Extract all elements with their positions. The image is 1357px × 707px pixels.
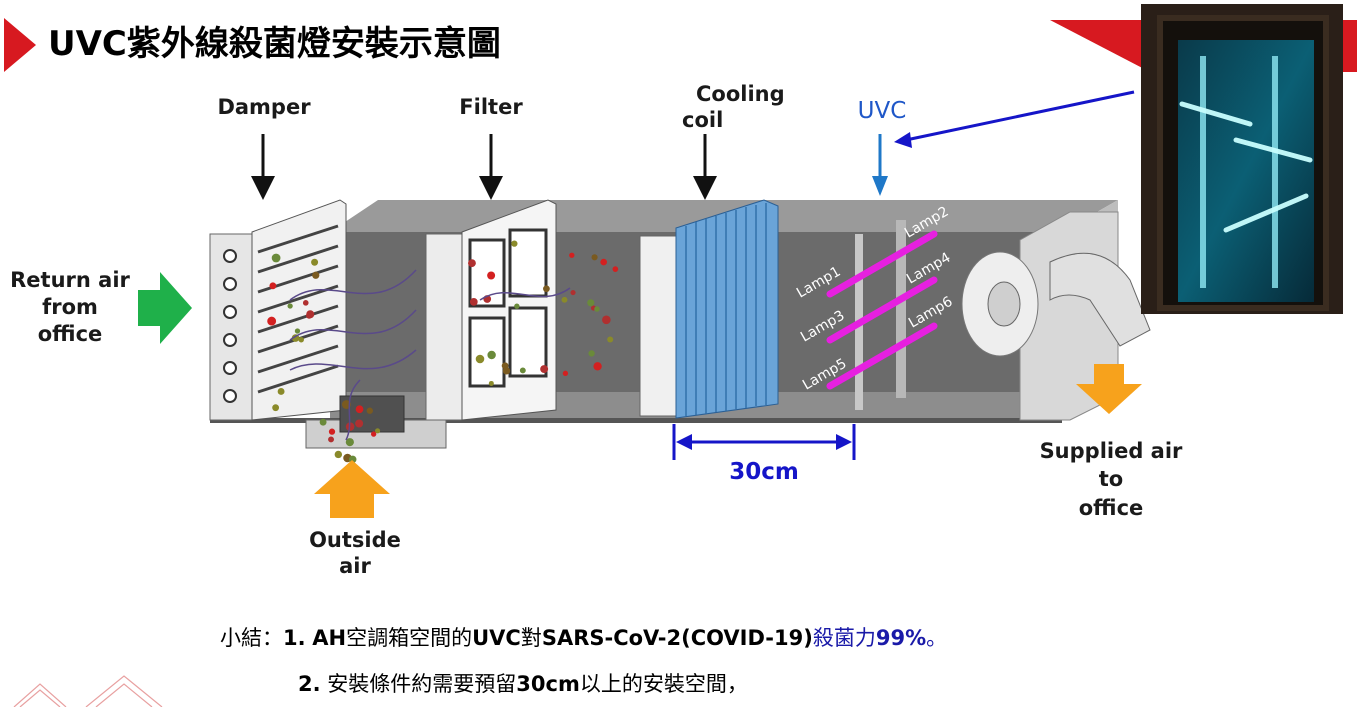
return-air-label-line1: Return air [10,268,130,292]
particle [591,254,598,261]
distance-label: 30cm [729,459,799,485]
particle [287,303,293,309]
particle [475,354,485,364]
particle [514,303,520,309]
particle [469,297,478,306]
particle [569,252,575,258]
summary-item1-number: 1. [283,626,306,650]
particle [294,328,301,334]
lamp-tube-2 [826,276,938,344]
uvc-label: UVC [858,98,907,124]
particle [374,428,381,434]
damper-label: Damper [217,95,311,119]
particle [502,367,511,375]
summary-item1-text-b: 對 [520,626,542,650]
outside-air-label-line1: Outside [309,528,401,552]
particle [587,299,595,307]
summary-item1-efficacy-text: 殺菌力 [812,626,876,650]
particle [334,450,343,459]
particle [570,290,576,296]
lamp-tube-3 [826,322,938,390]
particle [543,285,550,293]
particle [612,266,619,272]
particle [311,258,319,266]
summary-line-2: 2. 安裝條件約需要預留30cm以上的安裝空間， [298,668,748,698]
particle [345,438,354,447]
summary-item1-uvc: UVC [472,626,521,650]
supplied-air-label-line2: to [1099,467,1123,491]
particle [602,315,611,325]
particle [269,282,277,290]
particle [511,240,518,247]
particle [277,388,285,395]
airflow-curves [289,269,571,441]
summary-item1-end: 。 [926,626,948,650]
summary-item2-distance: 30cm [516,672,580,696]
supplied-air-arrow [1076,364,1142,414]
particle [328,436,334,443]
particle [600,258,607,266]
summary-item2-number: 2. [298,672,321,696]
cooling-coil-label-line1: Cooling [696,82,785,106]
particle [588,350,595,357]
fan-unit [961,251,1151,357]
particle [355,405,364,414]
supplied-air-label-line1: Supplied air [1040,439,1183,463]
summary-item1-virus: SARS-CoV-2(COVID-19) [541,626,813,650]
particle [487,271,496,280]
particle [519,367,526,374]
filter-label: Filter [459,95,523,119]
label-pointer-arrows [251,90,1135,200]
damper-unit [209,199,347,421]
page-title: UVC紫外線殺菌燈安裝示意圖 [48,24,501,64]
decorative-triangles [13,675,163,707]
particle [319,418,327,426]
particle [366,407,374,414]
cooling-coil-label-line2: coil [682,108,723,132]
particle [488,380,494,386]
particle [306,310,315,319]
return-air-arrow [138,272,192,344]
filter-unit [425,199,557,421]
uvc-installation-photo [1141,4,1343,314]
summary-prefix: 小結： [220,626,283,650]
particle [272,404,280,412]
summary-item1-efficacy-value: 99% [875,626,927,650]
particle [594,306,600,312]
uvc-lamp-tubes [826,230,938,390]
summary-item2-text-b: 以上的安裝空間， [579,672,748,696]
particle [271,253,281,263]
particle [487,350,496,360]
particle [370,431,377,437]
particle [593,362,602,371]
particle [267,316,277,326]
particle [312,271,320,279]
supplied-air-label-line3: office [1079,496,1144,520]
summary-item1-ah: AH [312,626,347,650]
contaminant-particles [267,240,619,464]
particle [302,300,309,306]
particle [298,336,304,343]
outside-air-label-line2: air [339,554,371,578]
particle [540,365,549,374]
title-accent-triangle [4,18,36,72]
lamp-tube-1 [826,230,938,298]
particle [561,296,568,303]
particle [562,370,569,377]
particle [468,259,476,268]
summary-line-1: 小結：1. AH空調箱空間的UVC對SARS-CoV-2(COVID-19)殺菌… [220,622,947,652]
summary-item2-text-a: 安裝條件約需要預留 [327,672,517,696]
return-air-label-line2: from [42,295,98,319]
particle [355,419,364,428]
particle [328,428,336,435]
cooling-coil [639,199,779,419]
summary-item1-text-a: 空調箱空間的 [346,626,473,650]
particle [607,336,614,343]
return-air-label-line3: office [38,322,103,346]
outside-air-arrow [314,460,390,518]
distance-measurement: 30cm [672,424,856,485]
